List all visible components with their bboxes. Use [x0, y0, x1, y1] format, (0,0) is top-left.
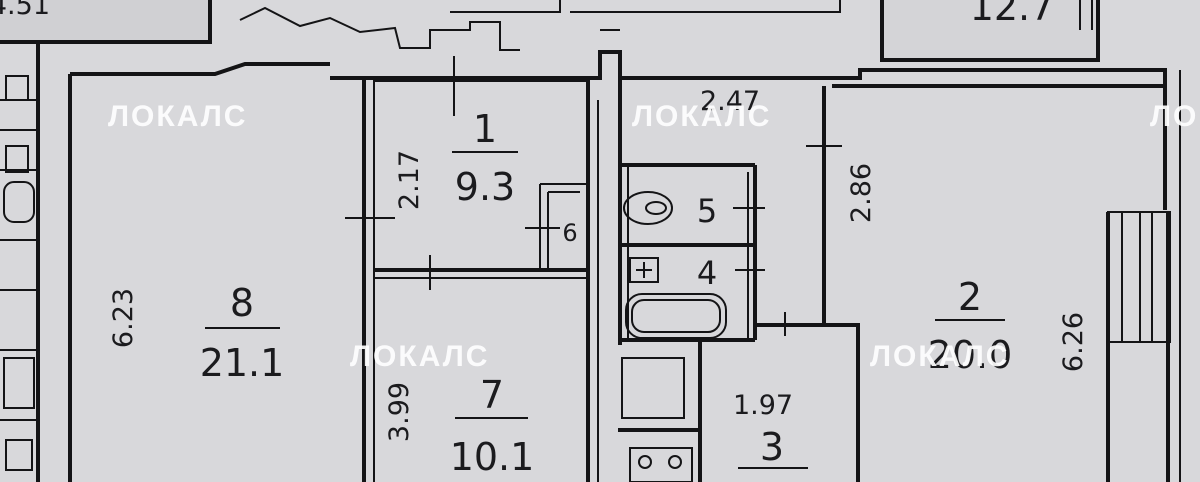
room-8-number: 8 — [230, 281, 254, 325]
dim-6-23: 6.23 — [108, 288, 139, 348]
room-5-number: 5 — [697, 192, 717, 230]
watermark-4: ЛОКАЛС — [350, 340, 489, 373]
room-top-area: 12.7 — [970, 0, 1055, 29]
room-1-area: 9.3 — [455, 165, 515, 209]
room-3-number: 3 — [760, 425, 784, 469]
dim-3-99: 3.99 — [384, 382, 415, 442]
top-left-partial-label: 4.51 — [0, 0, 50, 21]
dim-2-17: 2.17 — [394, 150, 425, 210]
watermark-3: ЛОКАЛС — [1150, 100, 1200, 133]
room-6-number: 6 — [562, 219, 577, 247]
room-7-number: 7 — [480, 373, 504, 417]
watermark-5: ЛОКАЛС — [870, 340, 1009, 373]
dim-1-97: 1.97 — [733, 390, 793, 421]
dim-6-26: 6.26 — [1058, 312, 1089, 372]
room-2-area: 20.0 — [928, 333, 1013, 377]
room-4-number: 4 — [697, 254, 717, 292]
room-1-number: 1 — [473, 107, 497, 151]
watermark-1: ЛОКАЛС — [108, 100, 247, 133]
dim-2-47: 2.47 — [700, 86, 760, 117]
room-8-area: 21.1 — [200, 341, 285, 385]
room-7-area: 10.1 — [450, 435, 535, 479]
dim-2-86: 2.86 — [846, 163, 877, 223]
watermark-2: ЛОКАЛС — [632, 100, 771, 133]
room-2-number: 2 — [958, 275, 982, 319]
